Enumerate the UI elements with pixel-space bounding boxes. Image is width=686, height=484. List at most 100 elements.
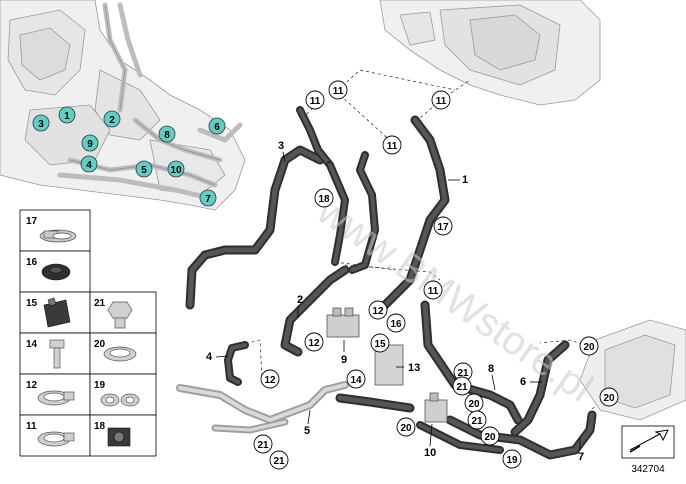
arrow-icon xyxy=(629,429,669,451)
engine-callouts: 3 1 2 9 4 8 5 10 6 7 xyxy=(32,106,226,207)
engine-callout[interactable]: 3 xyxy=(32,114,50,132)
callout[interactable]: 11 xyxy=(328,80,348,100)
svg-text:16: 16 xyxy=(390,319,402,330)
hose-clamp-icon xyxy=(37,390,75,406)
svg-text:1: 1 xyxy=(64,111,70,122)
svg-text:7: 7 xyxy=(205,194,211,205)
callout[interactable]: 21 xyxy=(467,410,487,430)
callout[interactable]: 14 xyxy=(346,369,366,389)
part-label: 5 xyxy=(304,425,310,437)
bolt-icon xyxy=(49,339,65,369)
callout[interactable]: 20 xyxy=(480,426,500,446)
callout[interactable]: 11 xyxy=(423,280,443,300)
engine-callout[interactable]: 10 xyxy=(167,160,185,178)
direction-box: 342704 xyxy=(621,425,675,475)
svg-text:14: 14 xyxy=(350,375,362,386)
callout[interactable]: 12 xyxy=(260,369,280,389)
svg-text:15: 15 xyxy=(374,339,386,350)
hvac-unit-sketch xyxy=(379,0,601,106)
callout[interactable]: 20 xyxy=(396,417,416,437)
callout[interactable]: 15 xyxy=(370,333,390,353)
callout[interactable]: 16 xyxy=(386,313,406,333)
svg-text:21: 21 xyxy=(257,440,269,451)
svg-text:20: 20 xyxy=(583,342,595,353)
table-label: 20 xyxy=(94,339,106,350)
valves xyxy=(326,307,448,423)
svg-text:12: 12 xyxy=(372,306,384,317)
engine-callout[interactable]: 5 xyxy=(135,160,153,178)
part-label: 6 xyxy=(520,376,526,388)
part-label: 13 xyxy=(408,362,420,374)
svg-text:11: 11 xyxy=(387,141,398,152)
grommet-icon xyxy=(41,263,71,281)
engine-callout[interactable]: 2 xyxy=(103,110,121,128)
circled-callouts: 11 11 11 11 18 17 12 12 16 15 14 12 11 2… xyxy=(253,80,619,470)
engine-callout[interactable]: 6 xyxy=(208,117,226,135)
table-label: 17 xyxy=(26,216,38,227)
callout[interactable]: 12 xyxy=(368,300,388,320)
part-labels: 1 2 3 4 5 6 7 8 9 10 13 xyxy=(206,140,584,463)
engine-callout[interactable]: 7 xyxy=(199,189,217,207)
part-label: 8 xyxy=(488,363,494,375)
bracket-clip-icon xyxy=(107,427,131,447)
parts-table: 17 16 15 21 14 20 12 19 11 18 xyxy=(19,209,157,457)
svg-text:21: 21 xyxy=(456,382,468,393)
table-label: 21 xyxy=(94,298,106,309)
part-label: 2 xyxy=(297,294,303,306)
callout[interactable]: 11 xyxy=(431,90,451,110)
svg-text:11: 11 xyxy=(333,86,344,97)
engine-callout[interactable]: 1 xyxy=(58,106,76,124)
svg-text:5: 5 xyxy=(141,165,147,176)
table-label: 14 xyxy=(26,339,38,350)
part-label: 1 xyxy=(462,174,468,186)
svg-text:11: 11 xyxy=(436,96,447,107)
engine-callout[interactable]: 4 xyxy=(80,155,98,173)
nut-icon xyxy=(107,301,133,329)
table-label: 18 xyxy=(94,421,106,432)
svg-text:17: 17 xyxy=(437,222,449,233)
callout[interactable]: 20 xyxy=(579,336,599,356)
engine-callout[interactable]: 8 xyxy=(158,125,176,143)
hose-clamp-icon xyxy=(39,229,77,243)
svg-text:10: 10 xyxy=(170,165,182,176)
svg-text:21: 21 xyxy=(471,416,483,427)
clamp-icon xyxy=(103,346,137,362)
svg-text:20: 20 xyxy=(468,399,480,410)
svg-text:20: 20 xyxy=(603,393,615,404)
table-label: 16 xyxy=(26,257,38,268)
callout[interactable]: 20 xyxy=(599,387,619,407)
rubber-mount-icon xyxy=(43,297,71,328)
svg-text:3: 3 xyxy=(38,119,44,130)
hoses xyxy=(176,106,597,460)
callout[interactable]: 19 xyxy=(502,449,522,469)
heater-core-sketch xyxy=(579,319,686,421)
callout[interactable]: 21 xyxy=(269,450,289,470)
callout[interactable]: 18 xyxy=(314,188,334,208)
svg-text:12: 12 xyxy=(308,338,320,349)
svg-text:6: 6 xyxy=(214,122,220,133)
table-label: 19 xyxy=(94,380,106,391)
svg-text:18: 18 xyxy=(318,194,330,205)
reference-number: 342704 xyxy=(631,464,665,475)
part-label: 7 xyxy=(578,451,584,463)
callout[interactable]: 12 xyxy=(304,332,324,352)
svg-text:8: 8 xyxy=(164,130,170,141)
callout[interactable]: 21 xyxy=(253,434,273,454)
callout[interactable]: 20 xyxy=(464,393,484,413)
callout[interactable]: 21 xyxy=(452,376,472,396)
callout[interactable]: 11 xyxy=(305,90,325,110)
svg-text:2: 2 xyxy=(109,115,115,126)
callout[interactable]: 11 xyxy=(382,135,402,155)
svg-text:21: 21 xyxy=(457,368,469,379)
svg-text:12: 12 xyxy=(264,375,276,386)
svg-text:21: 21 xyxy=(273,456,285,467)
svg-text:19: 19 xyxy=(506,455,518,466)
part-label: 3 xyxy=(278,140,284,152)
svg-text:11: 11 xyxy=(310,96,321,107)
part-label: 10 xyxy=(424,447,436,459)
engine-callout[interactable]: 9 xyxy=(81,134,99,152)
callout[interactable]: 17 xyxy=(433,216,453,236)
svg-text:11: 11 xyxy=(428,286,439,297)
table-label: 12 xyxy=(26,380,38,391)
